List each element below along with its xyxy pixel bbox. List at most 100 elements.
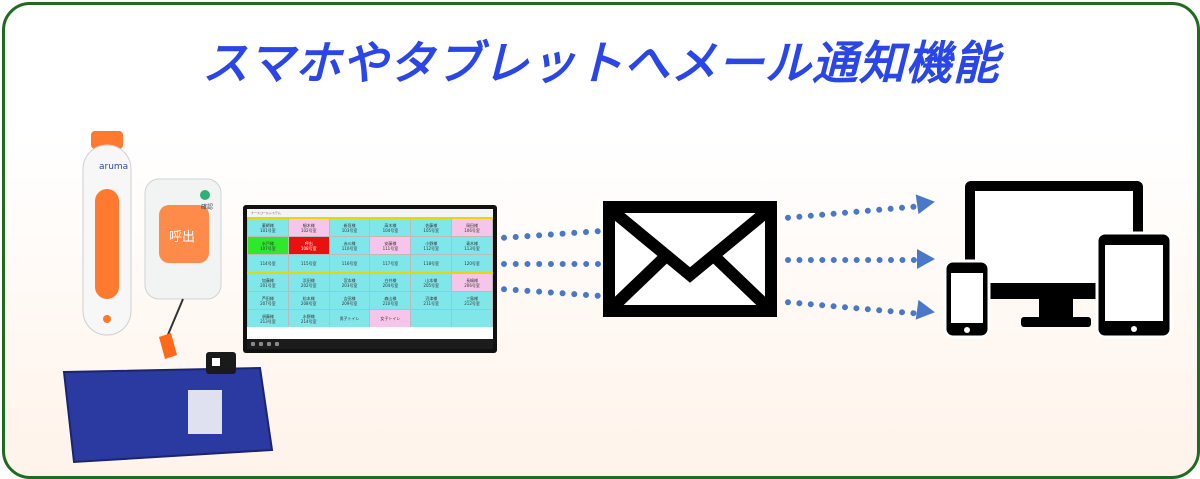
resident-name: 浜田様 — [302, 277, 315, 283]
resident-name: 森山様 — [384, 295, 397, 301]
resident-name: 須藤様 — [261, 313, 274, 319]
room-number: 114号室 — [260, 261, 276, 266]
room-number: 110号室 — [341, 245, 358, 251]
room-number: 108号室 — [300, 245, 317, 251]
room-number: 212号室 — [464, 300, 480, 306]
room-number: 208号室 — [300, 300, 317, 306]
room-number: 118号室 — [423, 261, 440, 266]
resident-name: 芦田様 — [261, 295, 274, 301]
resident-name: 青木様 — [466, 240, 479, 246]
room-number: 204号室 — [382, 282, 399, 288]
room-number: 102号室 — [300, 227, 317, 233]
resident-name: 山本様 — [425, 277, 438, 283]
room-cell[interactable]: 115号室 — [288, 255, 329, 272]
pendant-call-button: aruma — [82, 131, 132, 336]
room-number: 120号室 — [464, 261, 480, 266]
room-number: 115号室 — [300, 261, 317, 266]
room-cell[interactable] — [411, 310, 452, 327]
room-number: 106号室 — [464, 227, 480, 233]
room-number: 116号室 — [341, 261, 358, 266]
resident-name: 安藤様 — [384, 240, 397, 246]
resident-name: 宮本様 — [343, 277, 356, 283]
arrow-line — [785, 257, 917, 263]
arrow-line — [784, 203, 917, 221]
room-cell[interactable]: 116号室 — [329, 255, 370, 272]
arrowhead — [915, 191, 937, 215]
resident-name: 佐藤様 — [425, 222, 438, 228]
page-title: スマホやタブレットへメール通知機能 — [202, 36, 1000, 90]
resident-name: 岡田様 — [466, 222, 479, 228]
room-number: 117号室 — [382, 261, 399, 266]
room-cell[interactable] — [452, 310, 492, 327]
room-number: 203号室 — [341, 282, 358, 288]
arrow-line — [501, 261, 601, 267]
room-number: 111号室 — [382, 245, 399, 251]
resident-name: 小野様 — [425, 240, 438, 246]
resident-name: 高木様 — [384, 222, 397, 228]
room-number: 201号室 — [260, 282, 276, 288]
room-number: 209号室 — [341, 300, 358, 306]
resident-name: 沼津様 — [425, 295, 438, 301]
room-cell[interactable]: 114号室 — [248, 255, 288, 272]
sensor-mat — [62, 352, 274, 464]
wall-call-button: 確認 呼出 — [144, 178, 222, 359]
pendant-brand: aruma — [99, 162, 128, 172]
resident-name: 呼出 — [304, 240, 313, 246]
room-cell[interactable]: 118号室 — [411, 255, 452, 272]
room-cell[interactable]: 女子トイレ — [370, 310, 411, 327]
room-cell[interactable]: 男子トイレ — [329, 310, 370, 327]
room-number: 205号室 — [423, 282, 440, 288]
room-number: 211号室 — [423, 300, 440, 306]
room-cell[interactable]: 117号室 — [370, 255, 411, 272]
room-cell[interactable]: 120号室 — [452, 255, 492, 272]
room-number: 女子トイレ — [380, 316, 401, 321]
room-number: 103号室 — [341, 227, 358, 233]
resident-name: 加藤様 — [261, 277, 274, 283]
resident-name: 赤川様 — [343, 240, 356, 246]
devices-icon — [943, 181, 1173, 339]
screen-titlebar: ナースコールシステム — [247, 209, 493, 217]
resident-name: 長嶋様 — [466, 277, 479, 283]
arrow-line — [500, 286, 601, 299]
resident-name: 吉田様 — [343, 295, 356, 301]
resident-name: 白井様 — [384, 277, 397, 283]
resident-name: 新垣様 — [343, 222, 356, 228]
room-number: 105号室 — [423, 227, 440, 233]
taskbar — [247, 339, 493, 349]
room-number: 202号室 — [300, 282, 317, 288]
room-number: 男子トイレ — [339, 316, 360, 321]
small-label: 確認 — [201, 203, 213, 211]
mail-icon — [603, 201, 777, 317]
arrowhead — [915, 299, 937, 323]
resident-name: 三島様 — [466, 295, 479, 301]
floor-divider — [247, 217, 493, 219]
